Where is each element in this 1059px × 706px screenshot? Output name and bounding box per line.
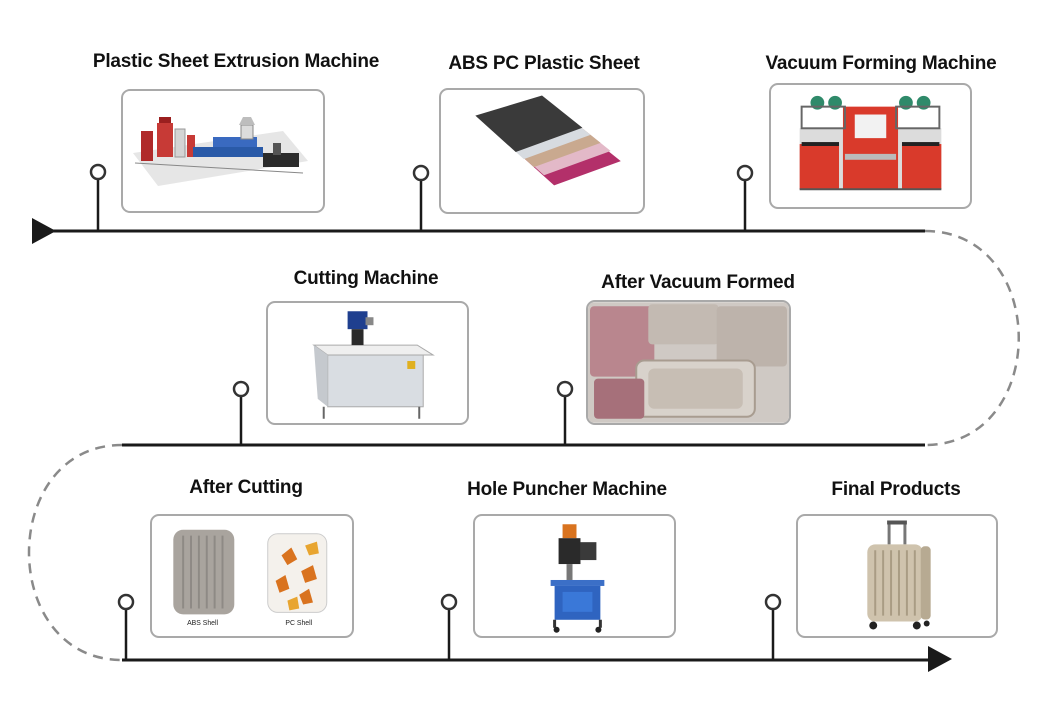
step-title-cutting-machine: Cutting Machine <box>293 268 439 289</box>
step-title-vacuum-formed: After Vacuum Formed <box>601 272 795 293</box>
dashed-loop-right <box>924 229 1020 447</box>
vacuum-forming-machine-image <box>799 95 942 191</box>
suitcase-image <box>867 520 931 630</box>
card-vacuum-formed <box>586 300 791 425</box>
plastic-sheets-image <box>475 95 621 186</box>
connector-7 <box>440 593 458 660</box>
card-hole-puncher <box>473 514 676 638</box>
connector-3 <box>736 164 754 231</box>
connector-8 <box>764 593 782 660</box>
card-after-cutting: ABS Shell PC Shell <box>150 514 354 638</box>
card-vacuum-forming-machine <box>769 83 972 209</box>
hole-puncher-machine-image <box>550 524 605 633</box>
connector-4 <box>232 380 250 445</box>
step-title-hole-puncher: Hole Puncher Machine <box>467 479 667 500</box>
pc-shell-label: PC Shell <box>285 620 312 627</box>
step-title-extrusion: Plastic Sheet Extrusion Machine <box>92 51 380 72</box>
card-plastic-sheet <box>439 88 645 214</box>
extrusion-machine-image <box>133 117 308 186</box>
abs-shell-label: ABS Shell <box>187 620 218 627</box>
cut-shells-image: ABS Shell PC Shell <box>173 529 328 627</box>
step-title-after-cutting: After Cutting <box>189 477 303 498</box>
dashed-loop-left <box>27 443 123 662</box>
connector-6 <box>117 593 135 660</box>
connector-1 <box>89 163 107 231</box>
connector-5 <box>556 380 574 445</box>
step-title-final-products: Final Products <box>831 479 961 500</box>
card-final-products <box>796 514 998 638</box>
step-title-sheet: ABS PC Plastic Sheet <box>448 53 640 74</box>
step-title-vacuum-machine: Vacuum Forming Machine <box>765 53 997 74</box>
cutting-machine-image <box>312 311 435 419</box>
connector-2 <box>412 164 430 231</box>
card-extrusion-machine <box>121 89 325 213</box>
vacuum-formed-shells-image <box>588 302 789 423</box>
end-arrow <box>928 646 952 672</box>
card-cutting-machine <box>266 301 469 425</box>
start-arrow <box>32 218 56 244</box>
